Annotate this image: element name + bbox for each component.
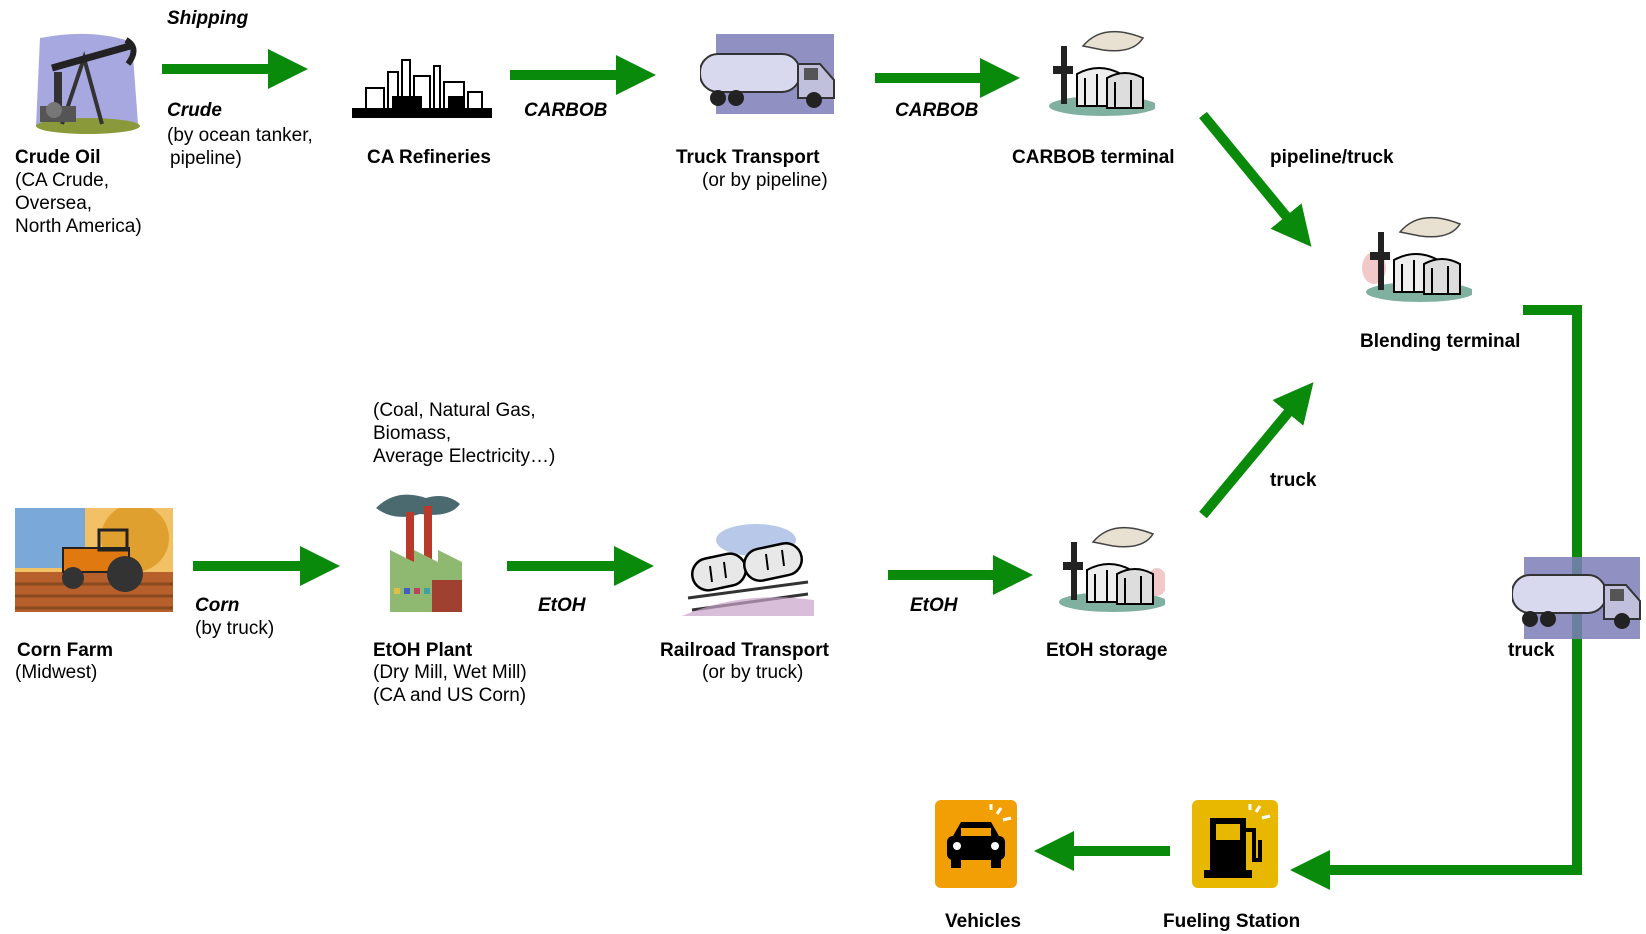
edge-label-shipping: Shipping bbox=[167, 8, 249, 29]
storage-terminal-icon bbox=[1049, 30, 1155, 116]
etoh-storage-title: EtOH storage bbox=[1046, 640, 1168, 661]
factory-icon bbox=[376, 494, 462, 612]
storage-terminal-icon bbox=[1362, 216, 1472, 302]
tractor-icon bbox=[15, 508, 173, 612]
crude-oil-sub-2: Oversea, bbox=[15, 193, 93, 214]
crude-oil-sub-1: (CA Crude, bbox=[15, 170, 109, 191]
edge-label-etoh-2: EtOH bbox=[910, 595, 958, 616]
edge-label-corn-sub: (by truck) bbox=[195, 618, 275, 639]
tanker-truck-icon bbox=[700, 34, 835, 114]
edge-label-truck-up: truck bbox=[1270, 470, 1317, 491]
fuel-pump-icon bbox=[1192, 800, 1278, 888]
carbob-terminal-title: CARBOB terminal bbox=[1012, 147, 1175, 168]
edge-label-pipeline-truck: pipeline/truck bbox=[1270, 147, 1394, 168]
truck-transport-sub: (or by pipeline) bbox=[702, 170, 828, 191]
edge-label-carbob-2: CARBOB bbox=[895, 100, 979, 121]
refinery-icon bbox=[352, 59, 492, 118]
truck-transport-title: Truck Transport bbox=[676, 147, 820, 168]
crude-oil-title: Crude Oil bbox=[15, 147, 101, 168]
car-icon bbox=[935, 800, 1017, 888]
edge-label-crude-sub-2: pipeline) bbox=[170, 148, 242, 169]
etoh-plant-note-3: Average Electricity…) bbox=[373, 446, 556, 467]
arrow-carbob-to-blending bbox=[1199, 111, 1312, 247]
arrow-storage-to-blending bbox=[1199, 382, 1314, 519]
tanker-truck-icon bbox=[1512, 557, 1641, 639]
corn-farm-title: Corn Farm bbox=[17, 640, 114, 661]
edge-label-crude-sub-1: (by ocean tanker, bbox=[167, 125, 313, 146]
etoh-plant-note-1: (Coal, Natural Gas, bbox=[373, 400, 536, 421]
ca-refineries-title: CA Refineries bbox=[367, 147, 491, 168]
rail-tanker-icon bbox=[682, 524, 814, 616]
etoh-plant-title: EtOH Plant bbox=[373, 640, 473, 661]
fueling-station-title: Fueling Station bbox=[1163, 911, 1301, 932]
etoh-plant-note-2: Biomass, bbox=[373, 423, 452, 444]
edge-label-carbob-1: CARBOB bbox=[524, 100, 608, 121]
vehicles-title: Vehicles bbox=[945, 911, 1022, 932]
railroad-transport-sub: (or by truck) bbox=[702, 662, 804, 683]
corn-farm-sub: (Midwest) bbox=[15, 662, 98, 683]
storage-terminal-icon bbox=[1059, 526, 1165, 612]
crude-oil-sub-3: North America) bbox=[15, 216, 142, 237]
edge-label-crude: Crude bbox=[167, 100, 222, 121]
blending-terminal-title: Blending terminal bbox=[1360, 331, 1521, 352]
etoh-plant-sub-2: (CA and US Corn) bbox=[373, 685, 527, 706]
oil-pumpjack-icon bbox=[36, 33, 140, 134]
edge-label-corn: Corn bbox=[195, 595, 240, 616]
etoh-plant-sub-1: (Dry Mill, Wet Mill) bbox=[373, 662, 527, 683]
edge-label-etoh-1: EtOH bbox=[538, 595, 586, 616]
railroad-transport-title: Railroad Transport bbox=[660, 640, 829, 661]
edge-label-truck-down: truck bbox=[1508, 640, 1555, 661]
